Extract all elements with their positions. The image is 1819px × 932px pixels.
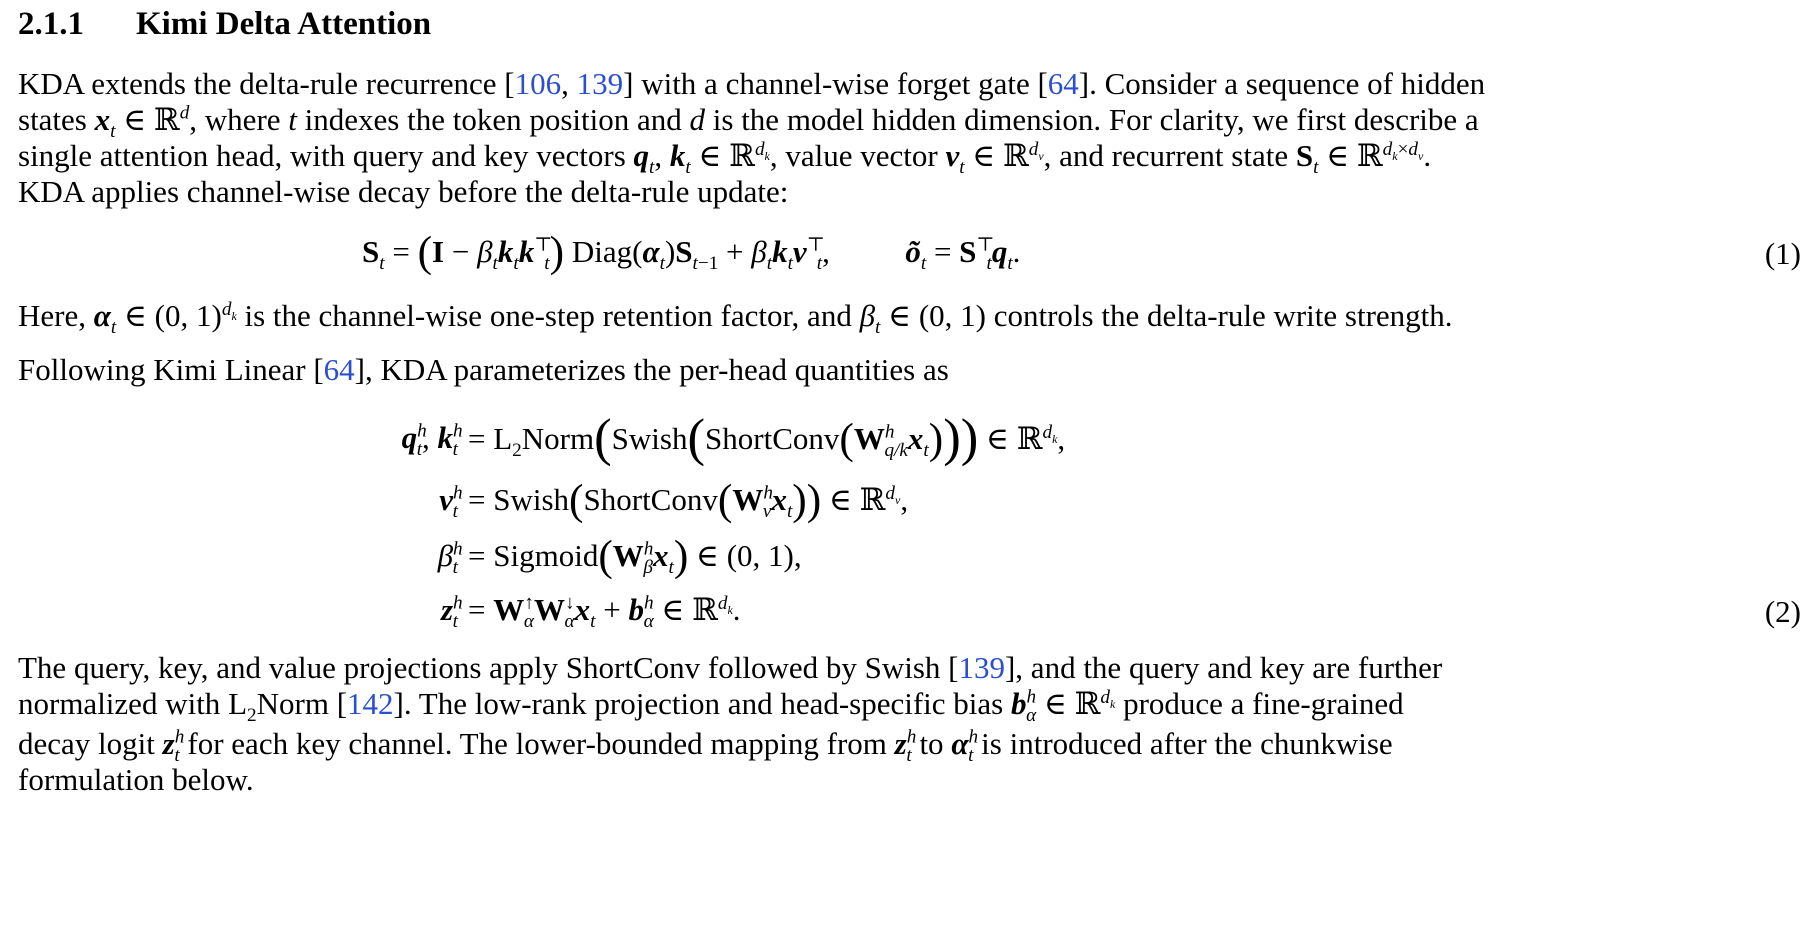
para3-line1: The query, key, and value projections ap… — [18, 650, 1442, 686]
math-S: St ∈ ℝdk×dv. — [1295, 138, 1432, 179]
eq2-row1-lhs: qht, kht — [401, 420, 463, 461]
text: , — [561, 66, 577, 101]
math-z: zht — [162, 726, 185, 767]
text: for each key channel. The lower-bounded … — [179, 726, 895, 761]
text: produce a fine-grained — [1115, 686, 1404, 721]
citation-64[interactable]: 64 — [323, 352, 355, 387]
para3-line3: decay logit zht for each key channel. Th… — [18, 726, 1393, 767]
text: The query, key, and value projections ap… — [18, 650, 566, 685]
para2-line1: Here, αt ∈ (0, 1)dk is the channel-wise … — [18, 298, 1453, 339]
para1-line3: single attention head, with query and ke… — [18, 138, 1432, 179]
math-b: bhα ∈ ℝdk — [1011, 686, 1116, 727]
eq2-row1-rhs: = L2Norm(Swish(ShortConv(Whq/kxt))) ∈ ℝd… — [468, 409, 1066, 467]
eq2-row2-rhs: = Swish(ShortConv(Whvxt)) ∈ ℝdv, — [468, 476, 909, 524]
section-number: 2.1.1 — [18, 6, 84, 42]
text: is the model hidden dimension. For clari… — [705, 102, 1479, 137]
math-z2: zht — [894, 726, 917, 767]
para1-line4: KDA applies channel-wise decay before th… — [18, 174, 788, 210]
para3-line4: formulation below. — [18, 762, 254, 798]
eq2-row3-rhs: = Sigmoid(Whβxt) ∈ (0, 1), — [468, 532, 802, 580]
text: indexes the token position and — [296, 102, 690, 137]
math-alpha: αht — [951, 726, 979, 767]
text: Following Kimi Linear [ — [18, 352, 324, 387]
para1-line1: KDA extends the delta-rule recurrence [1… — [18, 66, 1485, 102]
l2norm-term: L2Norm — [228, 686, 329, 727]
text: , where — [189, 102, 289, 137]
text: Here, — [18, 298, 94, 333]
text: controls the delta-rule write strength. — [985, 298, 1453, 333]
shortconv-term: ShortConv — [565, 650, 701, 685]
citation-106[interactable]: 106 — [514, 66, 562, 101]
eq2-row2-lhs: vht — [439, 482, 463, 523]
text: normalized with — [18, 686, 229, 721]
text: , and recurrent state — [1043, 138, 1296, 173]
text: followed by — [700, 650, 865, 685]
text: , value vector — [769, 138, 946, 173]
section-title: Kimi Delta Attention — [136, 6, 432, 42]
equation-2: qht, kht = L2Norm(Swish(ShortConv(Whq/kx… — [218, 409, 1418, 632]
text: [ — [940, 650, 959, 685]
math-beta-range: βt ∈ (0, 1) — [859, 298, 986, 339]
citation-142[interactable]: 142 — [347, 686, 394, 721]
equation-2-number: (2) — [1764, 594, 1801, 629]
text: decay logit — [18, 726, 163, 761]
eq2-row4-rhs: = W↑αW↓αxt + bhα ∈ ℝdk. — [468, 592, 741, 633]
citation-64[interactable]: 64 — [1047, 66, 1079, 101]
eq2-row4-lhs: zht — [440, 592, 463, 633]
citation-139[interactable]: 139 — [958, 650, 1005, 685]
math-x-in-rd: xt ∈ ℝd — [94, 102, 190, 143]
equation-1: St = (I − βtktk⊤t) Diag(αt)St−1 + βtktv⊤… — [362, 228, 1021, 276]
equation-1-number: (1) — [1764, 236, 1801, 271]
text: KDA extends the delta-rule recurrence [ — [18, 66, 515, 101]
citation-139[interactable]: 139 — [576, 66, 624, 101]
para3-line2: normalized with L2Norm [142]. The low-ra… — [18, 686, 1404, 727]
text: ]. Consider a sequence of hidden — [1078, 66, 1486, 101]
math-alpha-range: αt ∈ (0, 1)dk — [93, 298, 237, 339]
swish-term: Swish — [864, 650, 941, 685]
eq2-row3-lhs: βht — [437, 538, 463, 579]
para2-line2: Following Kimi Linear [64], KDA paramete… — [18, 352, 949, 388]
text: is the channel-wise one-step retention f… — [236, 298, 860, 333]
section-heading: 2.1.1 Kimi Delta Attention — [18, 6, 431, 43]
math-d: d — [689, 102, 706, 137]
text: KDA applies channel-wise decay before th… — [18, 174, 789, 209]
text: [ — [328, 686, 348, 721]
para1-line2: states xt ∈ ℝd, where t indexes the toke… — [18, 102, 1479, 143]
text: is introduced after the chunkwise — [973, 726, 1393, 761]
text: ] with a channel-wise forget gate [ — [623, 66, 1048, 101]
text: ], KDA parameterizes the per-head quanti… — [354, 352, 949, 387]
text: single attention head, with query and ke… — [18, 138, 634, 173]
math-qk: qt, kt ∈ ℝdk — [633, 138, 770, 179]
math-v: vt ∈ ℝdv — [945, 138, 1044, 179]
text: to — [911, 726, 952, 761]
text: ]. The low-rank projection and head-spec… — [393, 686, 1011, 721]
text: ], and the query and key are further — [1004, 650, 1443, 685]
text: formulation below. — [18, 762, 254, 797]
text: states — [18, 102, 95, 137]
math-t: t — [288, 102, 297, 137]
